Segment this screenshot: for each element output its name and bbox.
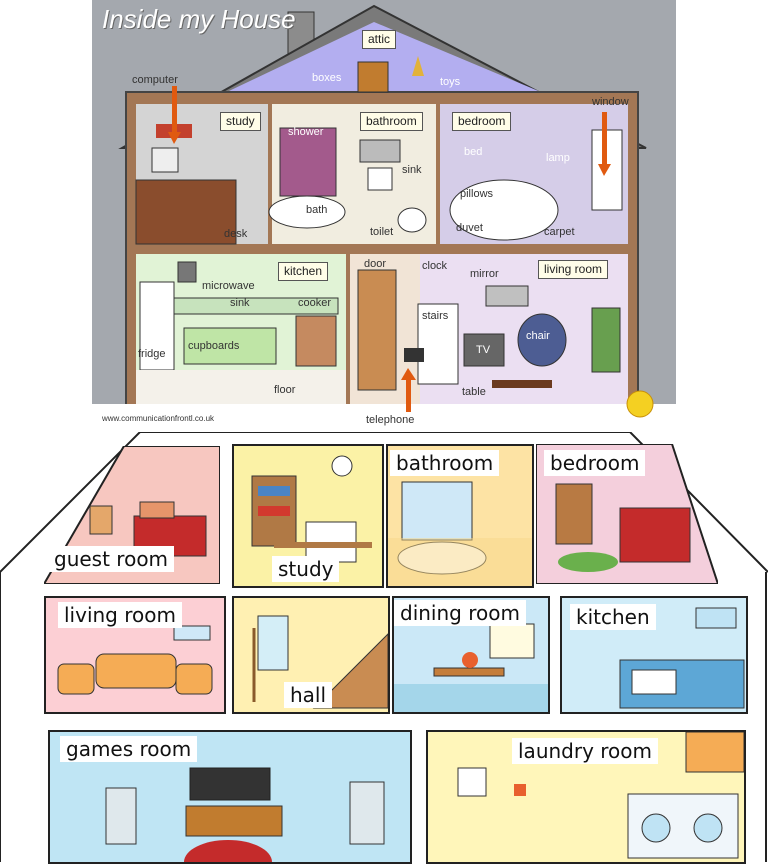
laundry-room-room-label: laundry room: [512, 738, 659, 764]
clock-text: clock: [422, 260, 448, 272]
poster-house-drawing: [92, 0, 676, 432]
duvet-text: duvet: [456, 222, 483, 234]
top-poster: Inside my House attic boxes toys compute…: [92, 0, 676, 432]
telephone-text: telephone: [366, 414, 415, 426]
guest-room-label: guest room: [48, 546, 175, 572]
tv-text: TV: [476, 344, 491, 356]
room-guest-room: guest room: [44, 446, 220, 584]
bathroom-label: bathroom: [360, 112, 423, 131]
bathroom-room-label: bathroom: [390, 450, 500, 476]
computer-text: computer: [132, 74, 178, 86]
sun-logo: [626, 390, 654, 418]
dining-room-room-label: dining room: [394, 600, 526, 626]
study-label: study: [220, 112, 261, 131]
poster-title: Inside my House: [102, 4, 296, 34]
bedroom-label: bedroom: [452, 112, 512, 131]
toys-text: toys: [440, 76, 461, 88]
games-room-room-label: games room: [60, 736, 198, 762]
hall-room-label: hall: [284, 682, 333, 708]
bedroom-room-label: bedroom: [544, 450, 646, 476]
cupboards-text: cupboards: [188, 340, 240, 352]
floor-text: floor: [274, 384, 296, 396]
room-hall: hall: [232, 596, 390, 714]
microwave-text: microwave: [202, 280, 255, 292]
attic-area: [210, 22, 560, 100]
living-room-room-label: living room: [58, 602, 182, 628]
chair-text: chair: [526, 330, 550, 342]
carpet-text: carpet: [544, 226, 575, 238]
bath-text: bath: [306, 204, 328, 216]
study-room-label: study: [272, 556, 340, 582]
room-bedroom: bedroom: [536, 444, 718, 584]
arrow-up-icon: [406, 380, 411, 412]
arrow-down-icon: [602, 112, 607, 164]
arrow-down-icon: [172, 86, 177, 132]
room-study: study: [232, 444, 384, 588]
poster-credit: www.communicationfrontl.co.uk: [102, 414, 215, 423]
door-text: door: [364, 258, 387, 270]
sink-text: sink: [402, 164, 422, 176]
room-kitchen: kitchen: [560, 596, 748, 714]
bottom-house-outline: [0, 432, 768, 862]
mirror-text: mirror: [470, 268, 499, 280]
room-games-room: games room: [48, 730, 412, 864]
shower-text: shower: [288, 126, 324, 138]
toilet-text: toilet: [370, 226, 394, 238]
room-dining-room: dining room: [392, 596, 550, 714]
room-living-room: living room: [44, 596, 226, 714]
boxes-text: boxes: [312, 72, 342, 84]
room-laundry-room: laundry room: [426, 730, 746, 864]
desk-text: desk: [224, 228, 248, 240]
kitchen-label: kitchen: [278, 262, 329, 281]
bed-text: bed: [464, 146, 483, 158]
living-room-label: living room: [538, 260, 609, 279]
kitchen-sink-text: sink: [230, 297, 250, 309]
lamp-text: lamp: [546, 152, 570, 164]
room-bathroom: bathroom: [386, 444, 534, 588]
fridge-text: fridge: [138, 348, 166, 360]
table-text: table: [462, 386, 486, 398]
stairs-text: stairs: [422, 310, 449, 322]
cooker-text: cooker: [298, 297, 332, 309]
pillows-text: pillows: [460, 188, 494, 200]
attic-label: attic: [362, 30, 397, 49]
window-text: window: [592, 96, 629, 108]
kitchen-room-label: kitchen: [570, 604, 656, 630]
